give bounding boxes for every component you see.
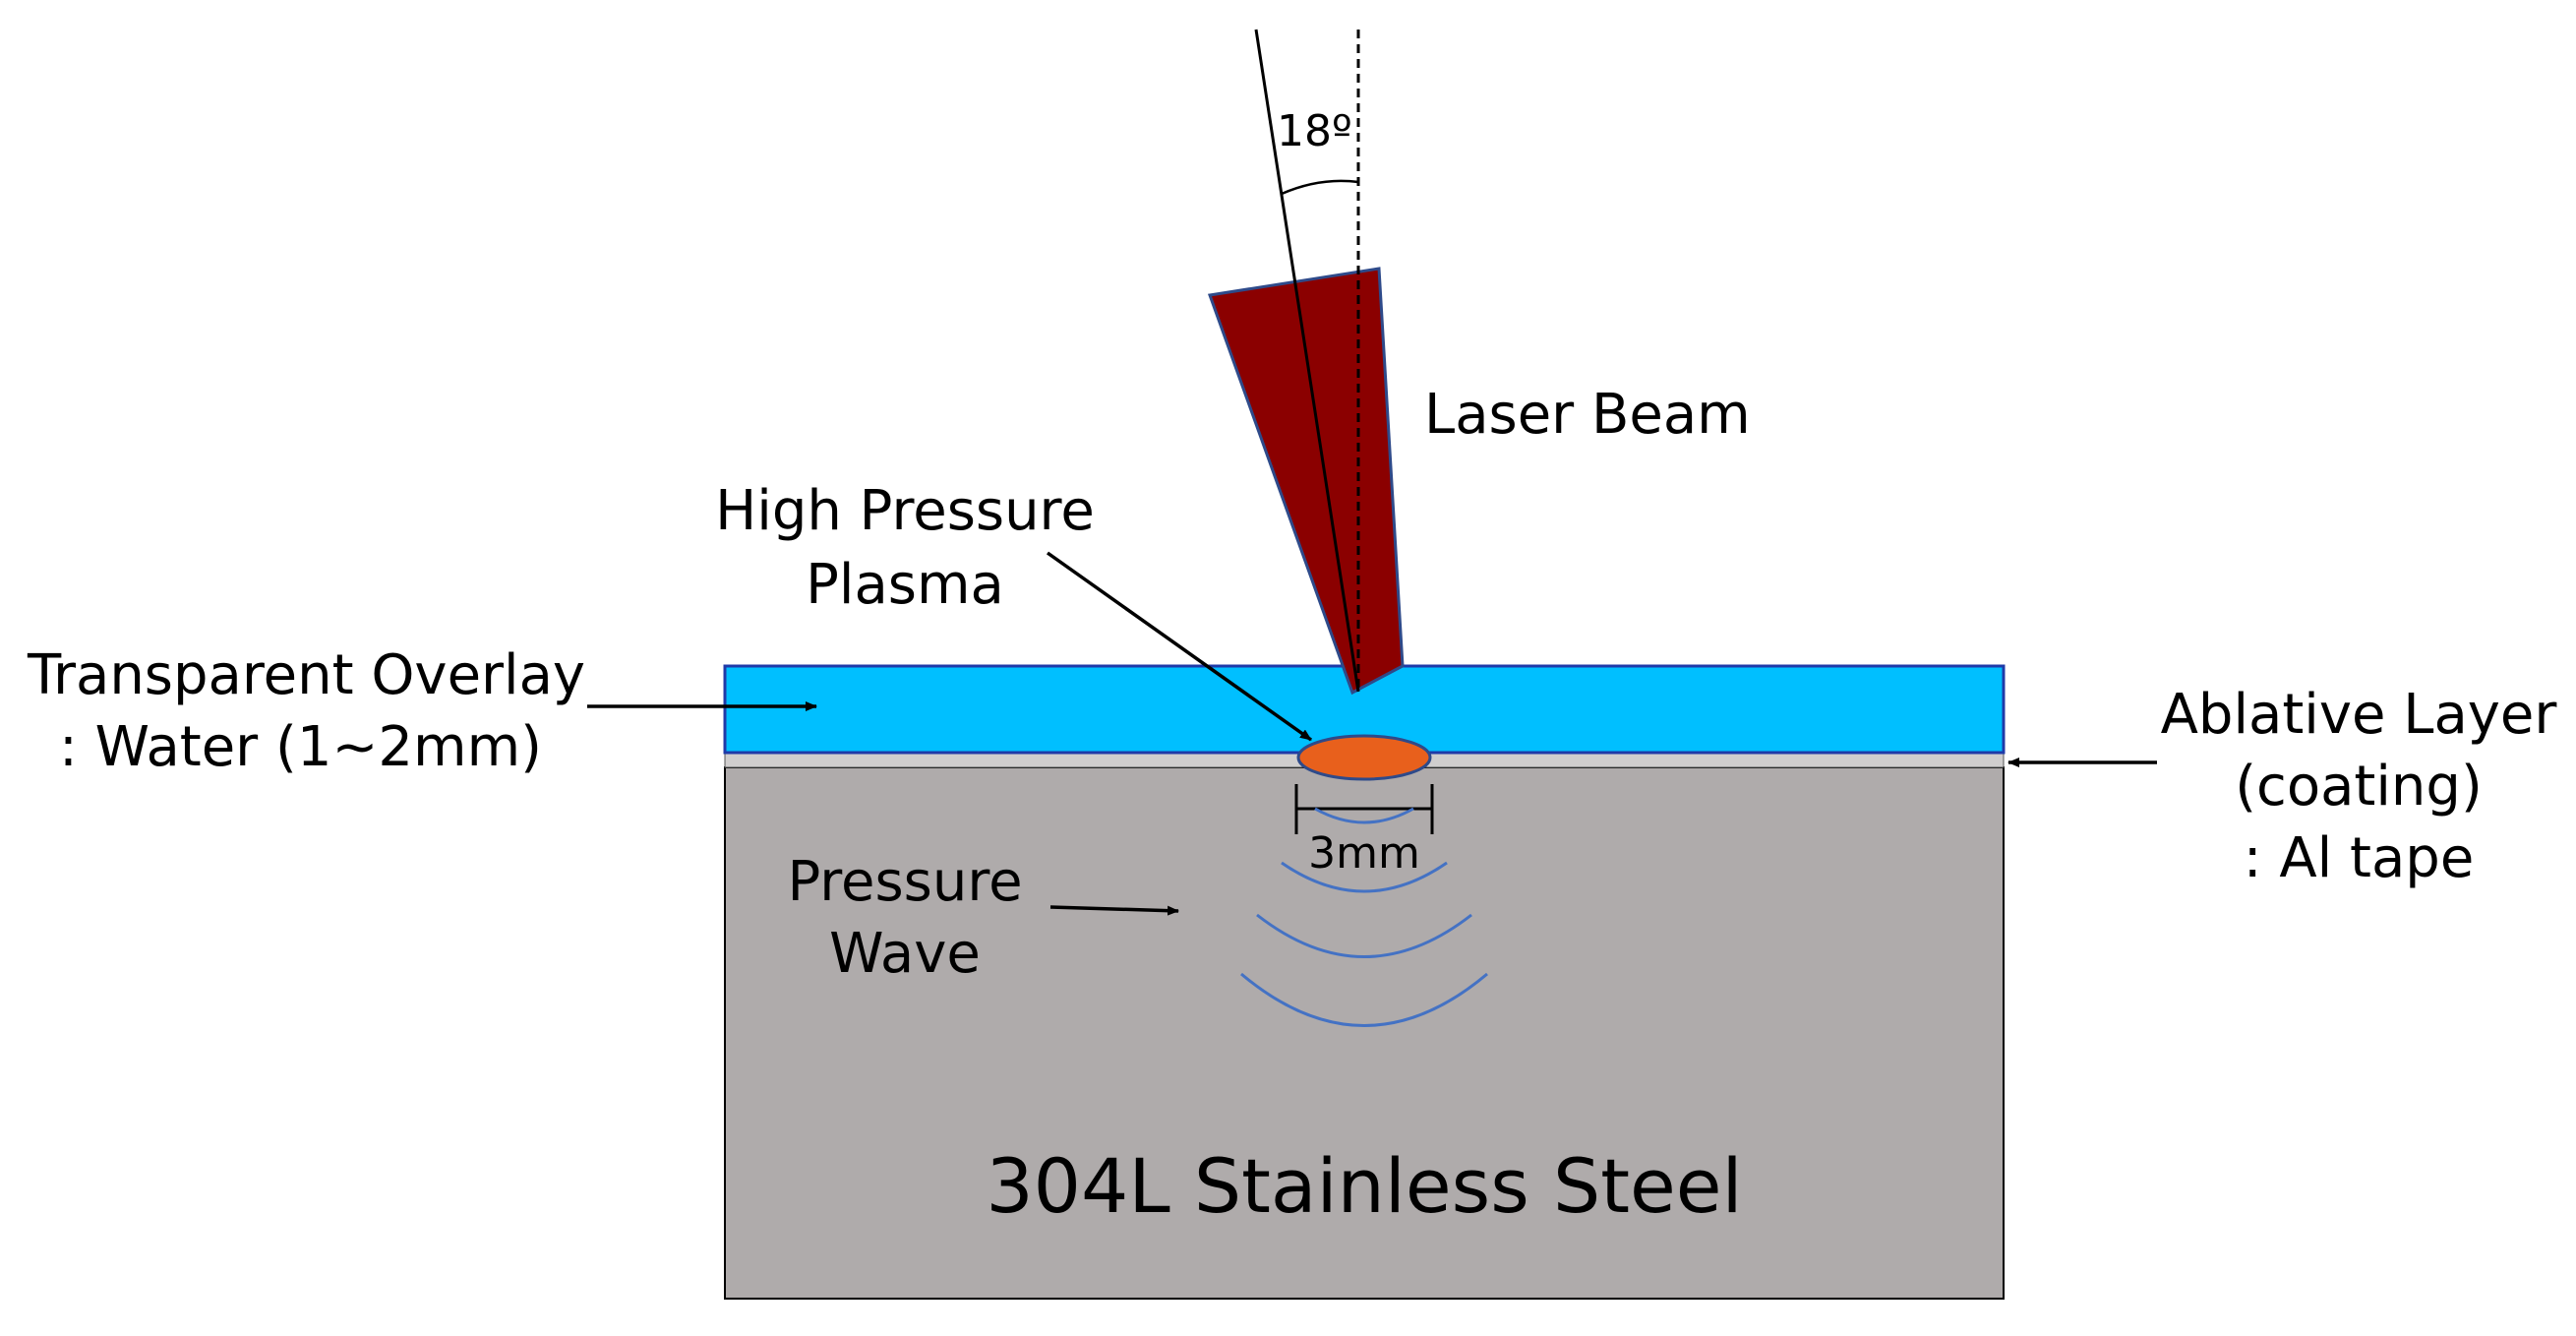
overlay-label-line2: : Water (1~2mm) bbox=[59, 715, 542, 779]
angle-arc bbox=[1281, 179, 1359, 196]
angle-label: 18º bbox=[1277, 106, 1352, 156]
plasma-label-line2: Plasma bbox=[806, 553, 1004, 617]
plasma-spot bbox=[1296, 734, 1432, 781]
overlay-label-line1: Transparent Overlay bbox=[27, 643, 585, 707]
plasma-label-line1: High Pressure bbox=[715, 479, 1095, 543]
ablative-label-line2: (coating) bbox=[2235, 755, 2483, 819]
wave-label-line2: Wave bbox=[829, 922, 981, 986]
beam-axis-line bbox=[1254, 29, 1360, 693]
plasma-arrow bbox=[1046, 551, 1313, 742]
spot-size-label: 3mm bbox=[1308, 828, 1420, 879]
wave-label-line1: Pressure bbox=[787, 850, 1022, 914]
pressure-wave-1 bbox=[1314, 807, 1414, 824]
wave-arrow bbox=[1049, 905, 1179, 916]
substrate-label: 304L Stainless Steel bbox=[986, 1142, 1742, 1230]
ablative-label-line1: Ablative Layer bbox=[2161, 683, 2558, 747]
pressure-wave-3 bbox=[1256, 913, 1472, 958]
ablative-label-line3: : Al tape bbox=[2244, 826, 2475, 890]
pressure-wave-4 bbox=[1240, 972, 1488, 1027]
pressure-wave-2 bbox=[1281, 861, 1448, 893]
laser-beam-label: Laser Beam bbox=[1424, 383, 1751, 447]
steel-substrate bbox=[724, 766, 2005, 1300]
laser-beam bbox=[1207, 267, 1405, 696]
